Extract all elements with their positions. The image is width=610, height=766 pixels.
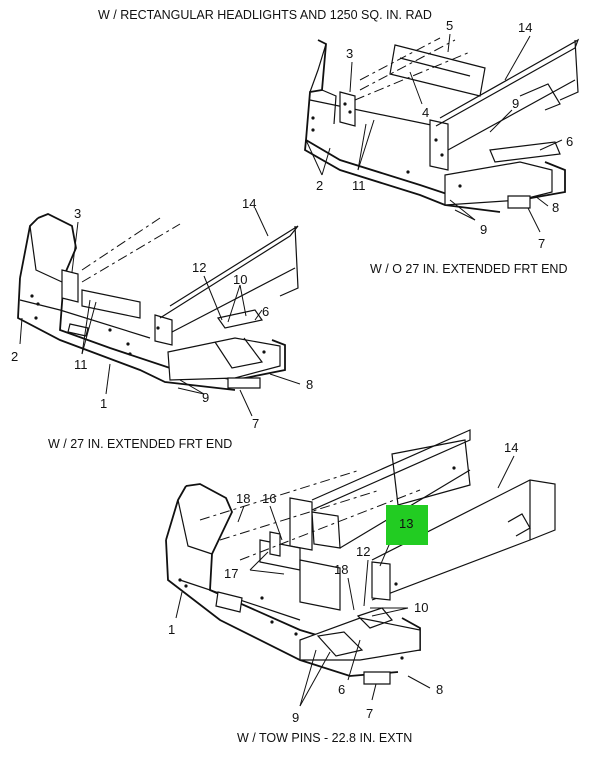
callout: 14 [242, 196, 256, 211]
callout: 6 [566, 134, 573, 149]
callout: 8 [306, 377, 313, 392]
callout: 6 [338, 682, 345, 697]
callout: 14 [518, 20, 532, 35]
highlight-box[interactable] [386, 505, 428, 545]
callout: 14 [504, 440, 518, 455]
callout: 8 [552, 200, 559, 215]
callout: 9 [202, 390, 209, 405]
callout: 10 [414, 600, 428, 615]
callout: 5 [446, 18, 453, 33]
callout: 12 [192, 260, 206, 275]
callout: 4 [422, 105, 429, 120]
callout: 11 [352, 178, 366, 193]
view-left: 3 14 12 10 6 2 11 8 9 1 7 [11, 196, 313, 431]
caption-left-view: W / 27 IN. EXTENDED FRT END [48, 437, 233, 451]
view-top-right: 5 14 3 4 9 6 2 11 8 9 7 [304, 18, 580, 251]
callout: 18 [236, 491, 250, 506]
callout: 16 [262, 491, 276, 506]
callout: 1 [168, 622, 175, 637]
callout: 7 [252, 416, 259, 431]
callout: 17 [224, 566, 238, 581]
callout: 8 [436, 682, 443, 697]
callout: 3 [74, 206, 81, 221]
callout: 9 [480, 222, 487, 237]
callout: 3 [346, 46, 353, 61]
callout: 11 [74, 357, 88, 372]
callout: 18 [334, 562, 348, 577]
callout: 2 [316, 178, 323, 193]
callout: 7 [366, 706, 373, 721]
callout: 6 [262, 304, 269, 319]
caption-right-view: W / O 27 IN. EXTENDED FRT END [370, 262, 568, 276]
callout: 10 [233, 272, 247, 287]
callout: 2 [11, 349, 18, 364]
caption-top-view: W / RECTANGULAR HEADLIGHTS AND 1250 SQ. … [98, 8, 432, 22]
caption-bottom-view: W / TOW PINS - 22.8 IN. EXTN [237, 731, 413, 745]
callout: 1 [100, 396, 107, 411]
view-bottom: 13 14 18 16 12 17 18 10 1 6 8 9 7 [165, 429, 556, 725]
callout: 7 [538, 236, 545, 251]
callout: 9 [292, 710, 299, 725]
callout-highlighted[interactable]: 13 [399, 516, 413, 531]
callout: 9 [512, 96, 519, 111]
callout: 12 [356, 544, 370, 559]
